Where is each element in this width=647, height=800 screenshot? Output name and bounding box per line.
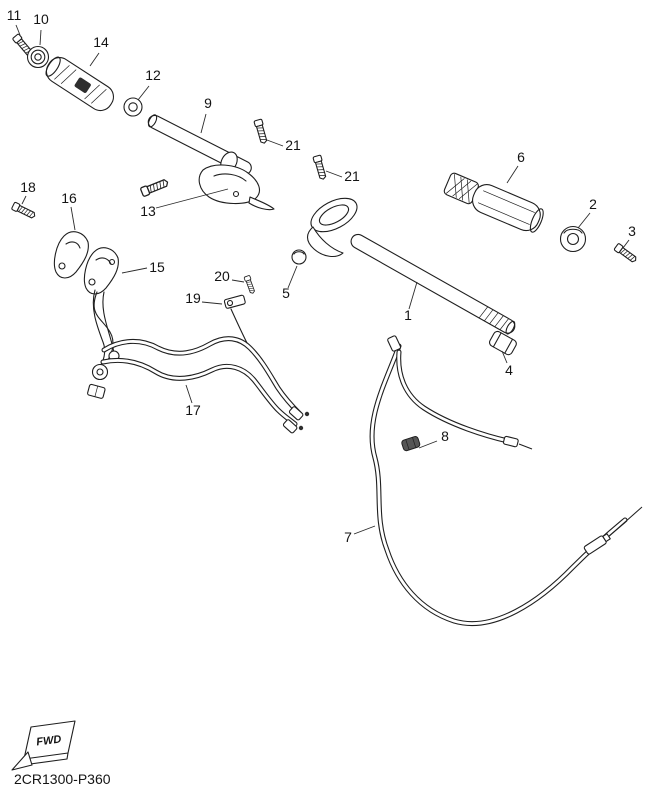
part-14-left-grip	[45, 56, 115, 112]
part-1-right-handlebar	[306, 197, 516, 335]
callout-label: 14	[93, 34, 109, 50]
callout-label: 2	[589, 196, 597, 212]
part-13-screw	[139, 177, 170, 198]
callout-18: 18	[20, 179, 36, 205]
leader-line	[622, 239, 630, 249]
callout-label: 6	[517, 149, 525, 165]
callout-label: 12	[145, 67, 161, 83]
leader-line	[231, 279, 245, 283]
leader-line	[325, 170, 343, 178]
callout-4: 4	[501, 350, 513, 378]
part-17-wire-harness	[87, 308, 310, 434]
callout-label: 8	[441, 428, 449, 444]
leader-line	[200, 113, 207, 134]
callout-11: 11	[7, 7, 22, 36]
leader-line	[353, 525, 376, 535]
callout-17: 17	[185, 384, 201, 418]
fwd-label: FWD	[36, 734, 62, 749]
callout-label: 10	[33, 11, 49, 27]
callout-label: 4	[505, 362, 513, 378]
part-9-left-handlebar	[147, 114, 275, 211]
callout-19: 19	[185, 290, 223, 306]
callout-20: 20	[214, 268, 245, 284]
callout-6: 6	[506, 149, 525, 184]
callout-label: 16	[61, 190, 77, 206]
leader-line	[70, 206, 76, 231]
callout-label: 11	[7, 7, 22, 23]
part-6-right-grip	[443, 172, 544, 233]
callout-5: 5	[282, 265, 298, 301]
part-3-screw	[613, 242, 639, 265]
callout-8: 8	[418, 428, 449, 449]
part-10-grip-end-cap	[26, 45, 50, 69]
cable-end-fitting	[502, 435, 519, 448]
cable-end-barrel	[583, 533, 611, 555]
callouts: 11 10 14 12 9 21 21 13	[7, 7, 636, 545]
callout-label: 20	[214, 268, 230, 284]
callout-2: 2	[577, 196, 597, 229]
part-16-clamp-half	[53, 231, 89, 279]
leader-line	[201, 301, 223, 305]
part-8-cable-clamp	[401, 436, 421, 452]
callout-label: 3	[628, 223, 636, 239]
part-4-bushing	[489, 330, 517, 356]
callout-12: 12	[137, 67, 161, 101]
leader-line	[137, 85, 150, 101]
callout-10: 10	[33, 11, 49, 46]
callout-label: 5	[282, 285, 290, 301]
callout-9: 9	[200, 95, 212, 134]
callout-7: 7	[344, 525, 376, 545]
part-20-screw	[243, 274, 257, 295]
callout-21-left: 21	[266, 137, 301, 153]
part-15-clamp-half	[83, 247, 119, 295]
callout-21-right: 21	[325, 168, 360, 184]
leader-line	[121, 267, 148, 274]
part-21-screw-right	[312, 154, 328, 181]
callout-1: 1	[404, 281, 418, 323]
callout-label: 19	[185, 290, 201, 306]
callout-15: 15	[121, 259, 165, 275]
leader-line	[577, 212, 591, 229]
callout-label: 13	[140, 203, 156, 219]
callout-14: 14	[89, 34, 109, 67]
part-18-screw	[10, 201, 37, 221]
leader-line	[266, 139, 284, 147]
leader-line	[185, 384, 193, 404]
leader-line	[418, 440, 438, 449]
cable-top-fitting	[387, 335, 402, 352]
grip-logo-patch	[74, 77, 91, 93]
part-19-bracket	[223, 294, 246, 309]
callout-label: 7	[344, 529, 352, 545]
callout-label: 9	[204, 95, 212, 111]
callout-13: 13	[140, 188, 229, 219]
part-7-throttle-cable	[369, 335, 643, 627]
leader-line	[15, 24, 21, 36]
part-2-grip-end-cap	[559, 225, 587, 253]
leader-line	[155, 188, 229, 209]
callout-16: 16	[61, 190, 77, 231]
callout-label: 21	[285, 137, 301, 153]
leader-line	[501, 350, 508, 364]
leader-line	[408, 281, 418, 310]
callout-label: 17	[185, 402, 201, 418]
callout-label: 18	[20, 179, 36, 195]
callout-3: 3	[622, 223, 636, 249]
fwd-arrow-icon	[11, 751, 33, 771]
leader-line	[89, 52, 100, 67]
part-21-screw-left	[253, 118, 269, 145]
callout-label: 15	[149, 259, 165, 275]
leader-line	[39, 29, 42, 46]
part-12-collar	[123, 97, 143, 117]
diagram-code: 2CR1300-P360	[14, 771, 111, 787]
leader-line	[506, 165, 519, 184]
leader-line	[21, 195, 27, 205]
leader-line	[287, 265, 298, 289]
callout-label: 1	[404, 307, 412, 323]
part-5-dome-nut	[291, 249, 307, 265]
fwd-indicator: FWD	[11, 720, 76, 771]
callout-label: 21	[344, 168, 360, 184]
